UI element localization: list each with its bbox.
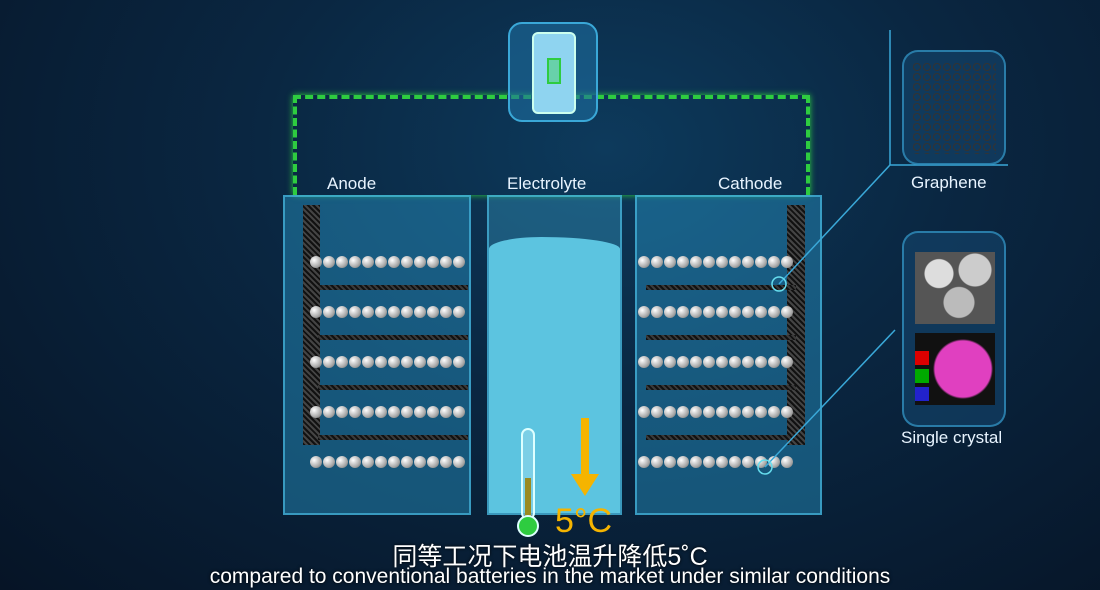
cathode-carbon-layer bbox=[646, 435, 796, 440]
temperature-drop-value: 5°C bbox=[555, 502, 613, 540]
battery-icon bbox=[547, 58, 561, 84]
sem-image bbox=[915, 252, 995, 324]
eds-map-image bbox=[915, 333, 995, 405]
subtitle-english: compared to conventional batteries in th… bbox=[209, 565, 891, 588]
thermometer-bulb bbox=[517, 515, 539, 537]
down-arrow-icon bbox=[581, 418, 589, 478]
anode-carbon-layer bbox=[318, 335, 468, 340]
anode-particle-row bbox=[310, 256, 465, 268]
anode-particle-row bbox=[310, 356, 465, 368]
anode-carbon-layer bbox=[318, 285, 468, 290]
anode-particle-row bbox=[310, 456, 465, 468]
anode-label: Anode bbox=[327, 174, 377, 193]
cathode-particle-row bbox=[638, 306, 793, 318]
graphene-label: Graphene bbox=[911, 173, 987, 192]
anode-particle-row bbox=[310, 306, 465, 318]
cathode-particle-row bbox=[638, 406, 793, 418]
subtitle-chinese: 同等工况下电池温升降低5˚C bbox=[392, 543, 708, 571]
anode-carbon-layer bbox=[318, 385, 468, 390]
single-crystal-label: Single crystal bbox=[901, 428, 1003, 447]
anode-carbon-layer bbox=[318, 435, 468, 440]
cathode-particle-row bbox=[638, 456, 793, 468]
cathode-carbon-layer bbox=[646, 335, 796, 340]
graphene-image bbox=[912, 62, 996, 154]
graphene-panel bbox=[902, 50, 1006, 165]
single-crystal-panel bbox=[902, 231, 1006, 427]
cathode-carbon-layer bbox=[646, 385, 796, 390]
phone-icon bbox=[508, 22, 598, 122]
cathode-particle-row bbox=[638, 356, 793, 368]
cathode-particle-row bbox=[638, 256, 793, 268]
electrolyte-container bbox=[487, 195, 622, 515]
thermometer-level bbox=[525, 478, 531, 518]
cathode-label: Cathode bbox=[718, 174, 783, 193]
electrolyte-liquid bbox=[489, 237, 620, 513]
cathode-carbon-layer bbox=[646, 285, 796, 290]
electrolyte-label: Electrolyte bbox=[507, 174, 587, 193]
anode-particle-row bbox=[310, 406, 465, 418]
